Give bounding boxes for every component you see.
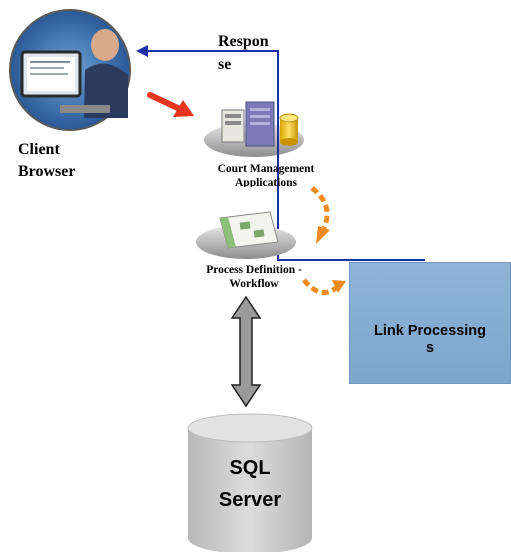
orange-cycle-arrow-icon	[310, 186, 330, 244]
link-processing-label: Link Processing s	[350, 323, 510, 353]
response-label-line1: Respon	[218, 33, 269, 50]
sql-label-line2: Server	[218, 489, 282, 511]
response-label-line2: se	[218, 56, 232, 73]
court-management-label: Court Management Applications	[196, 162, 336, 187]
process-label-line2: Workflow	[229, 278, 279, 290]
workflow-icon	[196, 211, 296, 259]
court-label-line2: Applications	[235, 177, 297, 187]
link-processing-box: Link Processing s	[349, 262, 511, 384]
orange-link-arrow-icon	[302, 278, 346, 295]
client-photo-icon	[9, 9, 131, 131]
client-label-line1: Client	[18, 141, 60, 158]
client-label-line2: Browser	[18, 163, 76, 176]
client-browser-label: Client Browser	[18, 139, 118, 176]
court-label-line1: Court Management	[217, 163, 315, 175]
response-label: Respon se	[218, 30, 269, 76]
red-arrow-icon	[147, 92, 194, 117]
process-label-line1: Process Definition -	[206, 264, 302, 276]
sql-server-cylinder	[187, 413, 313, 552]
response-connector	[136, 45, 425, 261]
process-definition-label: Process Definition - Workflow	[184, 263, 324, 290]
sql-label-line1: SQL	[229, 457, 271, 479]
sql-server-label: SQL Server	[188, 452, 312, 516]
link-label-line2: s	[425, 340, 435, 353]
server-icon	[204, 101, 304, 157]
link-label-line1: Link Processing	[373, 323, 486, 339]
double-arrow-icon	[230, 295, 262, 408]
